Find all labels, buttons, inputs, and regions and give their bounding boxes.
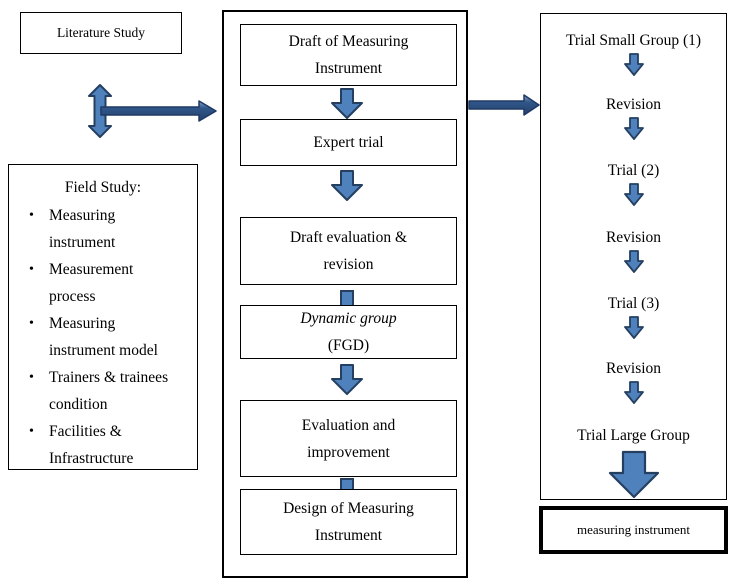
field-study-list: • Measuring instrument • Measurement proce… — [9, 202, 197, 472]
bullet-icon: • — [29, 424, 34, 439]
literature-study-box: Literature Study — [20, 12, 182, 54]
bullet-icon: • — [29, 316, 34, 331]
list-item: • Trainers & trainees condition — [29, 364, 197, 418]
down-arrow-icon — [624, 381, 644, 404]
step-trial-large-group: Trial Large Group — [577, 427, 690, 444]
step-trial-3: Trial (3) — [607, 295, 660, 312]
step-expert-trial: Expert trial — [240, 119, 457, 166]
list-item-line: Facilities & — [49, 423, 122, 440]
list-item-line: instrument model — [49, 342, 158, 359]
down-arrow-icon — [331, 88, 363, 119]
down-arrow-icon — [331, 364, 363, 395]
list-item-line: Infrastructure — [49, 450, 134, 467]
development-process-container: Draft of Measuring Instrument Expert tri… — [222, 10, 468, 578]
up-down-arrow-icon — [88, 84, 112, 138]
step-evaluation-and-improvement: Evaluation and improvement — [240, 400, 457, 477]
down-arrow-icon — [624, 250, 644, 273]
big-down-arrow-icon — [608, 450, 660, 499]
down-arrow-stem-icon — [340, 478, 354, 489]
down-arrow-icon — [331, 170, 363, 201]
down-arrow-icon — [624, 117, 644, 140]
list-item-line: Trainers & trainees — [49, 369, 169, 386]
step-dynamic-group-fgd: Dynamic group (FGD) — [240, 305, 457, 359]
result-label: measuring instrument — [576, 522, 690, 537]
trial-process-container: Trial Small Group (1) Revision Trial (2)… — [540, 13, 727, 500]
list-item: • Measuring instrument model — [29, 310, 197, 364]
step-draft-of-measuring-instrument: Draft of Measuring Instrument — [240, 24, 457, 86]
step-design-of-measuring-instrument: Design of Measuring Instrument — [240, 489, 457, 555]
step-trial-2: Trial (2) — [607, 162, 660, 179]
step-draft-evaluation-revision: Draft evaluation & revision — [240, 217, 457, 285]
step-revision-3: Revision — [605, 360, 662, 377]
step-trial-small-group-1: Trial Small Group (1) — [565, 32, 702, 49]
field-study-box: Field Study: • Measuring instrument • Mea… — [8, 164, 198, 470]
down-arrow-icon — [624, 316, 644, 339]
literature-study-label: Literature Study — [56, 25, 146, 40]
bullet-icon: • — [29, 370, 34, 385]
measuring-instrument-result-box: measuring instrument — [539, 506, 728, 554]
list-item-line: Measurement — [49, 261, 134, 278]
list-item-line: condition — [49, 396, 108, 413]
italic-label: Dynamic group — [300, 310, 397, 327]
down-arrow-icon — [624, 183, 644, 206]
right-arrow-connector-icon — [100, 100, 217, 122]
right-arrow-connector-icon — [468, 94, 540, 116]
list-item-line: Measuring — [49, 315, 116, 332]
down-arrow-stem-icon — [340, 290, 354, 305]
list-item-line: Measuring — [49, 207, 116, 224]
step-revision-2: Revision — [605, 229, 662, 246]
down-arrow-icon — [624, 53, 644, 76]
list-item-line: process — [49, 288, 96, 305]
step-revision-1: Revision — [605, 96, 662, 113]
bullet-icon: • — [29, 208, 34, 223]
field-study-title: Field Study: — [64, 179, 142, 196]
list-item: • Measurement process — [29, 256, 197, 310]
list-item: • Measuring instrument — [29, 202, 197, 256]
list-item: • Facilities & Infrastructure — [29, 418, 197, 472]
bullet-icon: • — [29, 262, 34, 277]
list-item-line: instrument — [49, 234, 116, 251]
